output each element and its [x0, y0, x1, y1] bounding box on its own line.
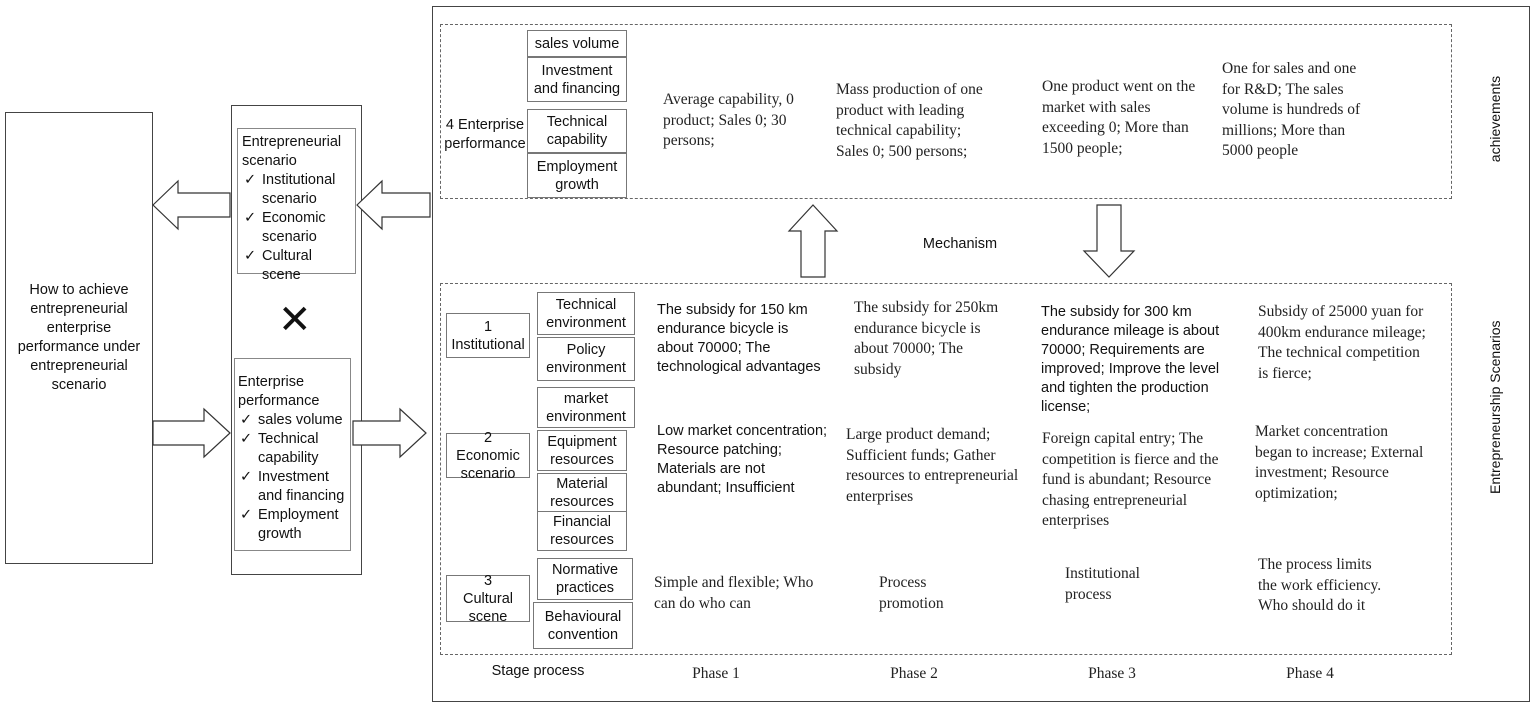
indicator-employment-growth: Employment growth: [527, 153, 627, 198]
indicator-investment-financing: Investment and financing: [527, 57, 627, 102]
indicator-market-environment: market environment: [537, 387, 635, 428]
check-icon: ✓: [240, 469, 253, 485]
scenarios-side-label: Entrepreneurship Scenarios: [1487, 320, 1503, 494]
phase-label-1: Phase 1: [692, 665, 740, 682]
cultural-phase-1: Simple and flexible; Who can do who can: [654, 574, 814, 612]
achievement-phase-1: Average capability, 0 product; Sales 0; …: [663, 91, 794, 149]
arrow-down-mechanism: [1082, 204, 1136, 278]
performance-item: ✓sales volume: [240, 412, 343, 428]
arrow-right-bottom: [152, 407, 231, 459]
performance-item: ✓Investment and financing: [240, 469, 345, 504]
check-icon: ✓: [244, 172, 257, 188]
economic-phase-1: Low market concentration; Resource patch…: [657, 423, 828, 496]
performance-item: ✓Technical capability: [240, 431, 319, 466]
question-text: How to achieve entrepreneurial enterpris…: [17, 282, 141, 393]
check-icon: ✓: [240, 412, 253, 428]
check-icon: ✓: [244, 248, 257, 264]
cultural-phase-3: Institutional process: [1065, 565, 1140, 603]
performance-category: 4 Enterprise performance: [444, 117, 526, 152]
institutional-phase-1: The subsidy for 150 km endurance bicycle…: [657, 302, 821, 375]
economic-phase-2: Large product demand; Sufficient funds; …: [846, 426, 1019, 505]
indicator-financial-resources: Financial resources: [537, 511, 627, 551]
achievements-side-label: achievements: [1487, 75, 1503, 163]
arrow-left-into-scenario: [356, 179, 431, 231]
phase-label-4: Phase 4: [1286, 665, 1334, 682]
category-economic: 2 Economic scenario: [446, 430, 530, 482]
scenario-item: ✓Cultural scene: [244, 248, 312, 283]
stage-process-label: Stage process: [491, 663, 585, 679]
institutional-phase-2: The subsidy for 250km endurance bicycle …: [854, 299, 999, 378]
scenario-title: Entrepreneurial scenario: [242, 134, 342, 169]
scenario-list: ✓Institutional scenario ✓Economic scenar…: [242, 171, 351, 285]
achievements-region: [440, 24, 1452, 199]
question-box: How to achieve entrepreneurial enterpris…: [5, 112, 153, 564]
performance-title: Enterprise performance: [238, 374, 320, 409]
entrepreneurial-scenario-box: Entrepreneurial scenario ✓Institutional …: [237, 128, 356, 283]
indicator-normative-practices: Normative practices: [537, 558, 633, 600]
economic-phase-3: Foreign capital entry; The competition i…: [1042, 430, 1219, 529]
performance-list: ✓sales volume ✓Technical capability ✓Inv…: [238, 411, 347, 544]
indicator-policy-environment: Policy environment: [537, 337, 635, 381]
indicator-technical-environment: Technical environment: [537, 292, 635, 335]
cultural-phase-4: The process limits the work efficiency. …: [1258, 556, 1382, 614]
cultural-phase-2: Process promotion: [879, 574, 944, 612]
category-institutional: 1 Institutional: [446, 313, 530, 358]
category-cultural: 3 Cultural scene: [446, 573, 530, 625]
cross-icon: ✕: [278, 297, 312, 343]
indicator-equipment-resources: Equipment resources: [537, 430, 627, 471]
scenario-item: ✓Institutional scenario: [244, 172, 336, 207]
scenarios-region: [440, 283, 1452, 655]
institutional-phase-3: The subsidy for 300 km endurance mileage…: [1041, 304, 1220, 415]
achievement-phase-2: Mass production of one product with lead…: [836, 81, 983, 160]
phase-label-2: Phase 2: [890, 665, 938, 682]
check-icon: ✓: [240, 431, 253, 447]
performance-item: ✓Employment growth: [240, 507, 339, 542]
institutional-phase-4: Subsidy of 25000 yuan for 400km enduranc…: [1258, 303, 1426, 382]
indicator-sales-volume: sales volume: [527, 30, 627, 57]
indicator-material-resources: Material resources: [537, 473, 627, 512]
scenario-item: ✓Economic scenario: [244, 210, 326, 245]
phase-label-3: Phase 3: [1088, 665, 1136, 682]
enterprise-performance-box: Enterprise performance ✓sales volume ✓Te…: [234, 358, 351, 551]
achievement-phase-3: One product went on the market with sale…: [1042, 78, 1196, 157]
achievement-phase-4: One for sales and one for R&D; The sales…: [1222, 60, 1361, 159]
check-icon: ✓: [244, 210, 257, 226]
check-icon: ✓: [240, 507, 253, 523]
arrow-right-to-framework: [352, 407, 427, 459]
indicator-technical-capability: Technical capability: [527, 109, 627, 153]
mechanism-label: Mechanism: [922, 236, 998, 252]
indicator-behavioural-convention: Behavioural convention: [533, 602, 633, 649]
economic-phase-4: Market concentration began to increase; …: [1255, 423, 1424, 502]
arrow-left-top: [152, 179, 231, 231]
arrow-up-mechanism: [787, 204, 839, 278]
